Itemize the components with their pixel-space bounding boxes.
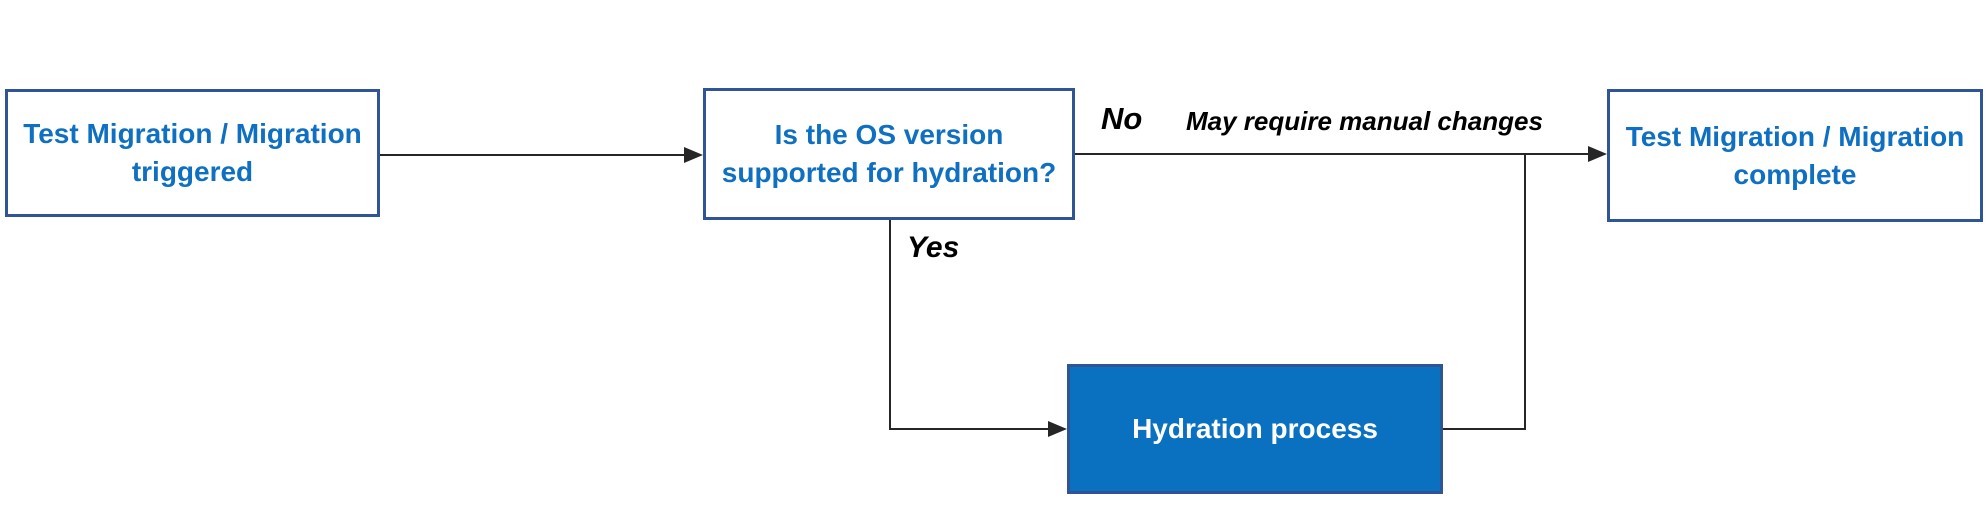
edge-label-yes: Yes <box>907 231 960 264</box>
node-hydration-process-label: Hydration process <box>1132 413 1378 445</box>
connector-process-junction-vertical <box>1524 153 1526 430</box>
node-migration-triggered-line2: triggered <box>131 156 254 187</box>
node-migration-triggered: Test Migration / Migration triggered <box>5 89 380 217</box>
node-migration-complete-line2: complete <box>1733 158 1857 190</box>
arrowhead-into-complete-icon <box>1588 146 1607 162</box>
edge-label-no: No <box>1101 101 1143 136</box>
node-migration-complete: Test Migration / Migration complete <box>1607 89 1983 222</box>
connector-process-output <box>1443 428 1526 430</box>
connector-start-to-decision <box>380 154 687 156</box>
node-hydration-process: Hydration process <box>1067 364 1443 494</box>
node-migration-complete-line1: Test Migration / Migration <box>1625 120 1965 152</box>
node-migration-triggered-line1: Test Migration / Migration <box>23 118 362 150</box>
arrowhead-into-process-icon <box>1048 421 1067 437</box>
node-os-version-decision: Is the OS version supported for hydratio… <box>703 88 1075 220</box>
node-os-version-decision-line2: supported for hydration? <box>721 157 1057 188</box>
arrowhead-into-decision-icon <box>684 147 703 163</box>
connector-yes-path-vertical <box>889 220 891 430</box>
connector-yes-path-horizontal <box>889 428 1051 430</box>
connector-no-path-to-complete <box>1075 153 1591 155</box>
node-os-version-decision-line1: Is the OS version <box>774 119 1004 151</box>
edge-label-manual-changes-note: May require manual changes <box>1186 106 1543 136</box>
